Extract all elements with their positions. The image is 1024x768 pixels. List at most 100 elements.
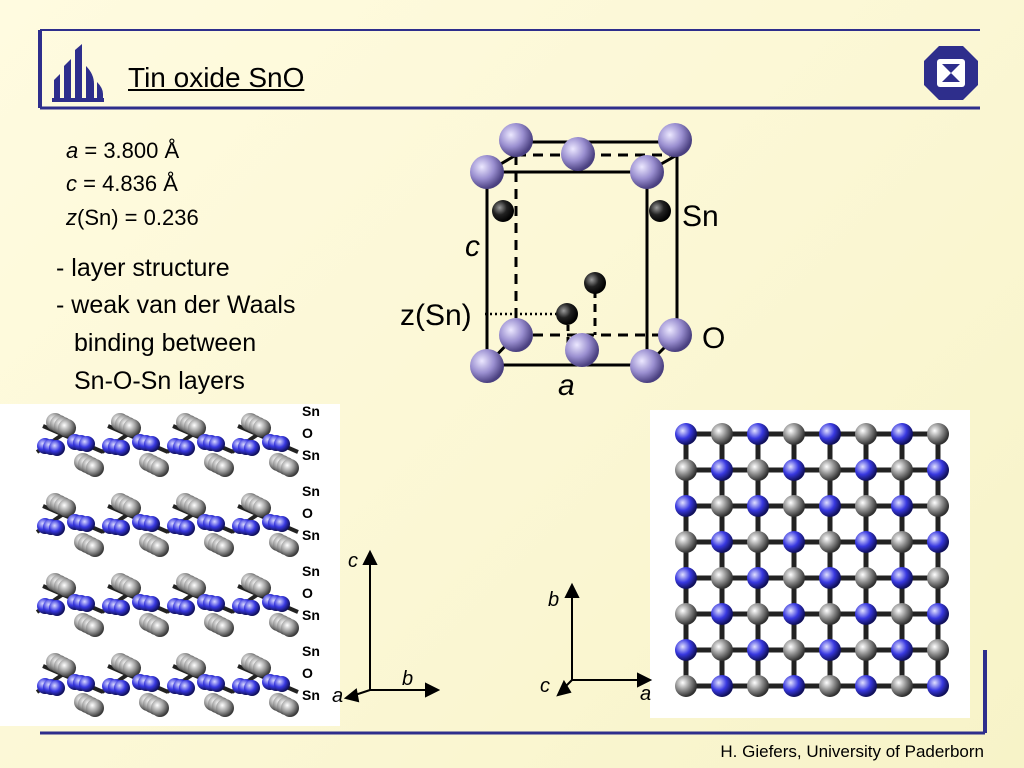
sn-atom (783, 639, 805, 661)
sn-atom (675, 459, 697, 481)
dark-atoms (492, 200, 671, 325)
sn-atom (711, 423, 733, 445)
o-atom (274, 676, 290, 692)
o-atom (79, 436, 95, 452)
sn-atom (927, 423, 949, 445)
sn-atom (747, 675, 769, 697)
sn-atom (891, 531, 913, 553)
sn-atom (281, 539, 299, 557)
layer-label: Sn (302, 643, 320, 659)
o-atom (711, 459, 733, 481)
o-atom (819, 423, 841, 445)
sn-atom (855, 567, 877, 589)
sn-atom (927, 495, 949, 517)
sn-atom (188, 499, 206, 517)
o-atom (927, 603, 949, 625)
sn-atom (855, 495, 877, 517)
o-atom (274, 516, 290, 532)
sn-atom (281, 619, 299, 637)
o-atom (675, 495, 697, 517)
layer-label: O (302, 425, 313, 441)
o-atom (209, 516, 225, 532)
sn-atom (783, 423, 805, 445)
top-view: b c a (540, 410, 970, 718)
sn-atom (711, 567, 733, 589)
sn-atom (86, 619, 104, 637)
o-atom (244, 520, 260, 536)
o-atom (747, 567, 769, 589)
o-atom (783, 459, 805, 481)
o-atom (855, 459, 877, 481)
o-atom (927, 675, 949, 697)
o-atom (891, 495, 913, 517)
o-atom (179, 600, 195, 616)
sn-atom (188, 419, 206, 437)
sn-atom (747, 603, 769, 625)
o-atom (927, 531, 949, 553)
unit-cell-diagram: c a z(Sn) Sn O (400, 123, 725, 402)
o-atom (244, 600, 260, 616)
sn-atom (253, 579, 271, 597)
o-atom (711, 675, 733, 697)
sn-atom (58, 659, 76, 677)
o-atom (79, 676, 95, 692)
o-atom (855, 675, 877, 697)
layer-label: O (302, 665, 313, 681)
axis-c-label: c (540, 675, 550, 697)
sn-atom (123, 579, 141, 597)
o-atom (49, 520, 65, 536)
label-a: a (558, 369, 575, 402)
sn-atom (675, 675, 697, 697)
layer-label: O (302, 585, 313, 601)
sn-atom (86, 699, 104, 717)
o-atom (209, 436, 225, 452)
o-atom (747, 423, 769, 445)
note-sn-o-sn-layers: Sn-O-Sn layers (74, 367, 245, 395)
o-atom (891, 423, 913, 445)
cell-back-edges (514, 153, 677, 337)
close-icon (924, 46, 978, 100)
page-title: Tin oxide SnO (128, 62, 305, 93)
o-atom (209, 676, 225, 692)
o-atom (179, 520, 195, 536)
layer-4 (35, 653, 299, 717)
sn-atom (819, 531, 841, 553)
sn-atom (86, 539, 104, 557)
layer-label: Sn (302, 607, 320, 623)
axis-c-label: c (348, 550, 358, 572)
layer-stack (35, 413, 299, 717)
sn-atom (253, 499, 271, 517)
sn-atom (675, 531, 697, 553)
sn-atom (216, 699, 234, 717)
layer-label: O (302, 505, 313, 521)
top-view-lattice (675, 423, 949, 697)
o-atom (49, 440, 65, 456)
o-atom (114, 600, 130, 616)
parameter-a: a = 3.800 Å (66, 138, 180, 163)
o-atom (675, 423, 697, 445)
layer-label: Sn (302, 687, 320, 703)
o-atom (675, 567, 697, 589)
note-van-der-waals: - weak van der Waals (56, 291, 296, 319)
o-atom (179, 440, 195, 456)
sn-atom (216, 459, 234, 477)
sn-atom (86, 459, 104, 477)
o-atom (747, 639, 769, 661)
o-atom (675, 639, 697, 661)
parameter-z-sn: z(Sn) = 0.236 (66, 205, 199, 230)
o-atom (891, 567, 913, 589)
sn-atom (188, 579, 206, 597)
sn-atom (253, 659, 271, 677)
axis-a-label: a (332, 685, 343, 707)
o-atom (114, 520, 130, 536)
axis-b-label: b (548, 589, 559, 611)
o-atom (819, 495, 841, 517)
sn-atom (188, 659, 206, 677)
sn-atom (783, 567, 805, 589)
note-layer-structure: - layer structure (56, 254, 230, 282)
o-atom (274, 436, 290, 452)
o-atom (274, 596, 290, 612)
exit-button[interactable] (922, 44, 980, 102)
sn-atom (783, 495, 805, 517)
